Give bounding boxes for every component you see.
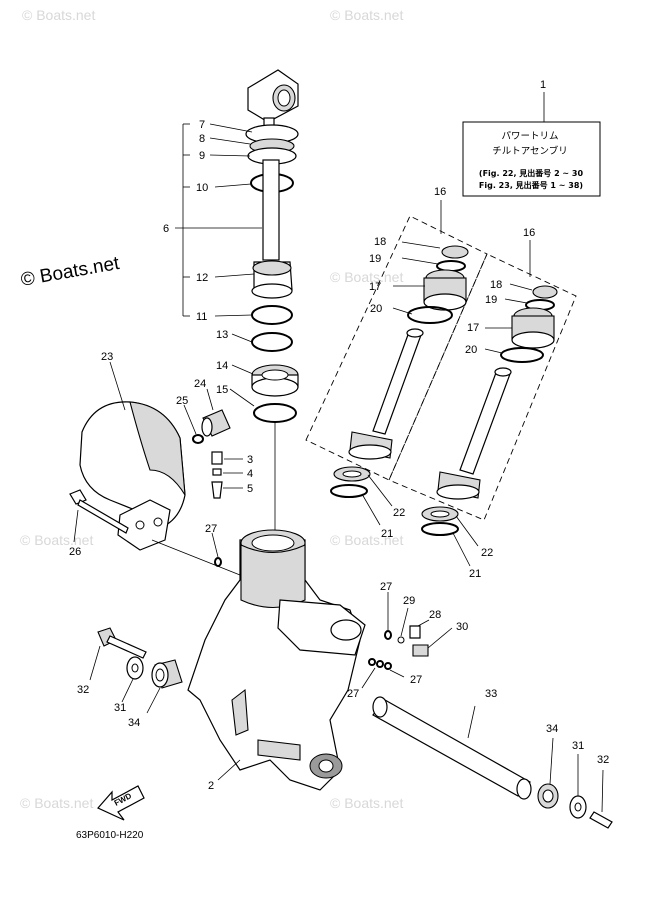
callout-10: 10 xyxy=(196,182,208,194)
callout-16: 16 xyxy=(434,186,446,198)
callout-27: 27 xyxy=(380,581,392,593)
callout-30: 30 xyxy=(456,621,468,633)
legend-line-3: (Fig. 22, 見出番号 2 ~ 30 xyxy=(479,168,584,178)
callout-24: 24 xyxy=(194,378,206,390)
watermark: © Boats.net xyxy=(20,532,93,548)
callout-20: 20 xyxy=(465,344,477,356)
callout-32: 32 xyxy=(597,754,609,766)
watermark: © Boats.net xyxy=(20,795,93,811)
callout-11: 11 xyxy=(196,311,207,323)
main-cylinder-housing: 2 27 27 27 27 29 28 30 xyxy=(151,523,468,792)
trim-cylinder-assembly: 16 16 18 19 17 20 18 xyxy=(305,186,577,580)
callout-28: 28 xyxy=(429,609,441,621)
drawing-code: 63P6010-H220 xyxy=(76,830,144,841)
callout-31: 31 xyxy=(114,702,126,714)
callout-27: 27 xyxy=(347,688,359,700)
callout-33: 33 xyxy=(485,688,497,700)
callout-15: 15 xyxy=(216,384,228,396)
tilt-cylinder-rod-assembly: 7 8 9 10 6 12 11 13 14 15 xyxy=(163,69,299,530)
callout-8: 8 xyxy=(199,133,205,145)
callout-27: 27 xyxy=(205,523,217,535)
callout-22: 22 xyxy=(393,507,405,519)
callout-12: 12 xyxy=(196,272,208,284)
callout-3: 3 xyxy=(247,454,253,466)
callout-22: 22 xyxy=(481,547,493,559)
callout-29: 29 xyxy=(403,595,415,607)
watermark: © Boats.net xyxy=(330,269,403,285)
callout-6: 6 xyxy=(163,223,169,235)
callout-17: 17 xyxy=(369,281,381,293)
watermark-main: © Boats.net xyxy=(19,253,121,291)
callout-27: 27 xyxy=(410,674,422,686)
watermark: © Boats.net xyxy=(330,532,403,548)
legend-line-4: Fig. 23, 見出番号 1 ~ 38) xyxy=(479,180,583,190)
watermark: © Boats.net xyxy=(330,7,403,23)
callout-21: 21 xyxy=(381,528,393,540)
callout-21: 21 xyxy=(469,568,481,580)
callout-25: 25 xyxy=(176,395,188,407)
callout-4: 4 xyxy=(247,468,253,480)
callout-34: 34 xyxy=(128,717,140,729)
legend-line-1: パワートリム xyxy=(501,131,558,142)
callout-34: 34 xyxy=(546,723,558,735)
callout-7: 7 xyxy=(199,119,205,131)
callout-20: 20 xyxy=(370,303,382,315)
callout-18: 18 xyxy=(374,236,386,248)
watermark: © Boats.net xyxy=(330,795,403,811)
callout-14: 14 xyxy=(216,360,228,372)
assembly-legend-box: 1 パワートリム チルトアセンブリ (Fig. 22, 見出番号 2 ~ 30 … xyxy=(462,79,601,197)
callout-18: 18 xyxy=(490,279,502,291)
callout-19: 19 xyxy=(485,294,497,306)
reservoir-and-small-parts: 23 24 25 3 4 5 26 xyxy=(69,351,253,558)
watermark: © Boats.net xyxy=(22,7,95,23)
tilt-tube-hardware: 33 34 31 32 32 31 34 xyxy=(77,627,613,829)
callout-16: 16 xyxy=(523,227,535,239)
legend-line-2: チルトアセンブリ xyxy=(492,145,568,157)
callout-1: 1 xyxy=(540,79,546,91)
callout-5: 5 xyxy=(247,483,253,495)
callout-13: 13 xyxy=(216,329,228,341)
fwd-arrow: FWD xyxy=(97,785,145,821)
callout-31: 31 xyxy=(572,740,584,752)
callout-32: 32 xyxy=(77,684,89,696)
callout-26: 26 xyxy=(69,546,81,558)
callout-17: 17 xyxy=(467,322,479,334)
callout-2: 2 xyxy=(208,780,214,792)
callout-19: 19 xyxy=(369,253,381,265)
callout-9: 9 xyxy=(199,150,205,162)
callout-23: 23 xyxy=(101,351,113,363)
